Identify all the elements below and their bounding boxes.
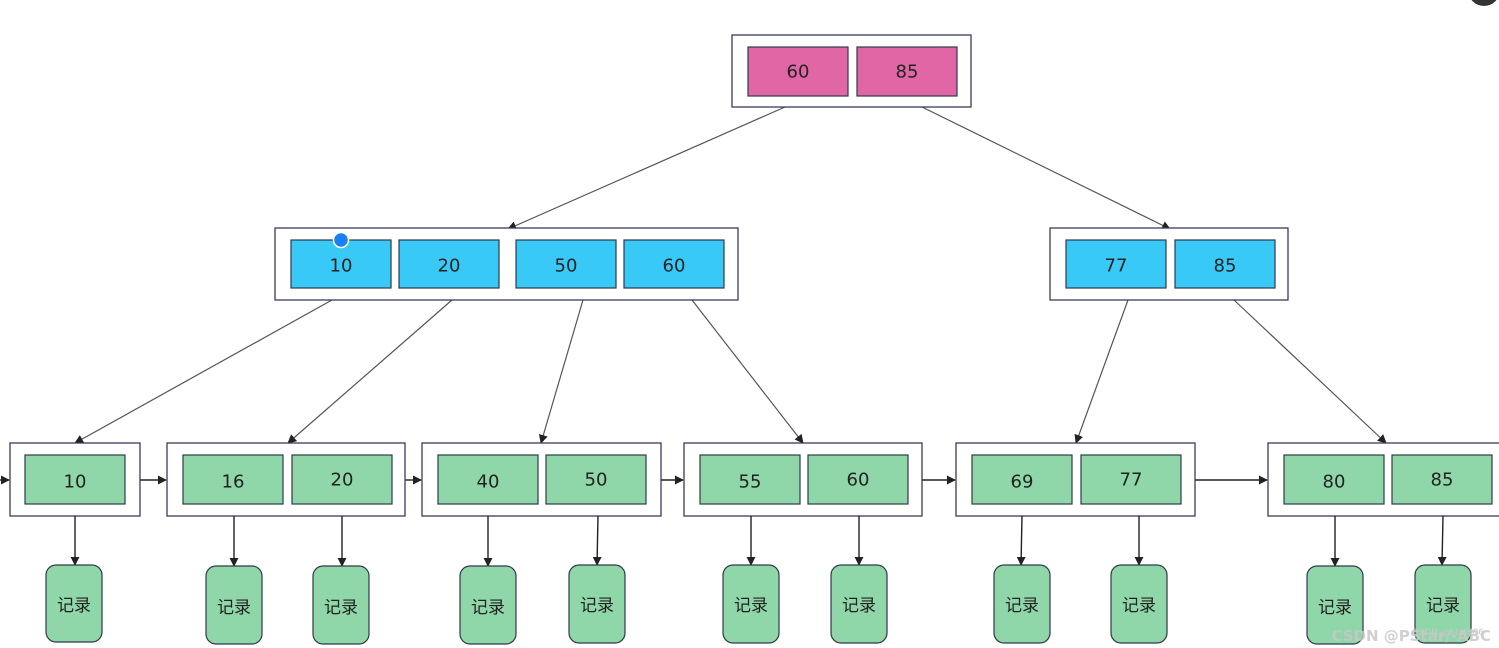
root-key-box[interactable] — [856, 46, 958, 97]
leaf-key-box[interactable] — [699, 454, 801, 505]
leaf-key-box[interactable] — [971, 454, 1073, 505]
record-box[interactable] — [312, 565, 370, 645]
record-box[interactable] — [1110, 564, 1168, 644]
leaf-key-label: 10 — [64, 472, 87, 493]
leaf-key-label: 80 — [1323, 472, 1346, 493]
leaf-node: 69 77 — [955, 442, 1196, 517]
internal-node-left: 10 20 50 60 — [274, 227, 739, 301]
root-node: 60 85 — [731, 34, 972, 108]
edge-internal-to-leaf — [691, 299, 804, 444]
internal-key-label: 10 — [330, 256, 353, 277]
record-box[interactable] — [1414, 564, 1472, 644]
leaf-key-label: 20 — [331, 470, 354, 491]
leaf-node: 16 20 — [166, 442, 406, 517]
edge-root-to-left-internal — [507, 106, 786, 230]
leaf-key-label: 60 — [847, 470, 870, 491]
record-label: 记录 — [324, 598, 358, 618]
leaf-key-label: 69 — [1011, 472, 1034, 493]
leaf-key-box[interactable] — [182, 454, 284, 505]
leaf-node: 55 60 — [683, 442, 923, 517]
record-label: 记录 — [217, 598, 251, 618]
edge-internal-to-leaf — [287, 299, 453, 444]
internal-node-right: 77 85 — [1049, 227, 1289, 301]
internal-key-label: 50 — [555, 256, 578, 277]
leaf-key-box[interactable] — [437, 454, 539, 505]
leaf-key-box[interactable] — [291, 454, 393, 505]
root-key-label: 60 — [787, 62, 810, 83]
leaf-key-label: 16 — [222, 472, 245, 493]
leaf-key-box[interactable] — [24, 454, 126, 505]
leaf-key-label: 55 — [739, 472, 762, 493]
leaf-key-label: 77 — [1120, 470, 1143, 491]
record-label: 记录 — [1005, 596, 1039, 616]
edge-internal-to-leaf — [538, 299, 584, 444]
record-box[interactable] — [722, 564, 780, 644]
edge-internal-to-leaf — [1233, 299, 1387, 444]
record-box[interactable] — [568, 564, 626, 644]
leaf-key-label: 40 — [477, 472, 500, 493]
edge-root-to-right-internal — [921, 106, 1171, 230]
record-box[interactable] — [459, 565, 517, 645]
record-label: 记录 — [842, 596, 876, 616]
internal-key-label: 20 — [438, 256, 461, 277]
record-box[interactable] — [830, 564, 888, 644]
internal-key-box[interactable] — [623, 239, 725, 289]
edge-internal-to-leaf — [1074, 299, 1129, 444]
tree-edges — [74, 106, 1387, 444]
record-arrow — [592, 515, 602, 566]
root-key-label: 85 — [896, 62, 919, 83]
record-box[interactable] — [205, 565, 263, 645]
record-label: 记录 — [471, 598, 505, 618]
watermark-small: CSDN @bb8886 — [1412, 628, 1484, 638]
leaf-key-label: 50 — [585, 470, 608, 491]
internal-key-box[interactable] — [1174, 239, 1276, 289]
selection-handle-dot[interactable] — [332, 231, 350, 249]
record-label: 记录 — [1318, 598, 1352, 618]
leaf-key-box[interactable] — [1080, 454, 1182, 505]
corner-control-partial[interactable] — [1468, 0, 1499, 6]
record-box[interactable] — [45, 564, 103, 643]
internal-key-box[interactable] — [1065, 239, 1167, 289]
leaf-key-label: 85 — [1431, 470, 1454, 491]
edge-internal-to-leaf — [74, 299, 333, 444]
leaf-key-box[interactable] — [807, 454, 909, 505]
leaf-key-box[interactable] — [545, 454, 647, 505]
record-arrow — [1437, 515, 1447, 566]
internal-key-box[interactable] — [398, 239, 500, 289]
leaf-key-box[interactable] — [1391, 454, 1493, 505]
record-label: 记录 — [57, 596, 91, 616]
internal-key-label: 85 — [1214, 256, 1237, 277]
watermark-main: CSDN @PStar/-ABC — [1331, 627, 1491, 645]
leaf-node: 10 — [9, 442, 141, 517]
internal-key-box[interactable] — [515, 239, 617, 289]
record-boxes: 记录 记录 记录 记录 记录 记录 记录 记录 记录 记录 记录 — [45, 564, 1472, 645]
record-label: 记录 — [734, 596, 768, 616]
internal-key-label: 60 — [663, 256, 686, 277]
leaf-node: 80 85 — [1267, 442, 1499, 517]
record-arrow — [1016, 515, 1026, 566]
record-arrows — [70, 515, 1447, 567]
record-label: 记录 — [1426, 596, 1460, 616]
record-box[interactable] — [993, 564, 1051, 644]
internal-key-label: 77 — [1105, 256, 1128, 277]
leaf-key-box[interactable] — [1283, 454, 1385, 505]
record-label: 记录 — [580, 596, 614, 616]
root-key-box[interactable] — [747, 46, 849, 97]
record-label: 记录 — [1122, 596, 1156, 616]
leaf-node: 40 50 — [421, 442, 662, 517]
record-box[interactable] — [1306, 565, 1364, 645]
